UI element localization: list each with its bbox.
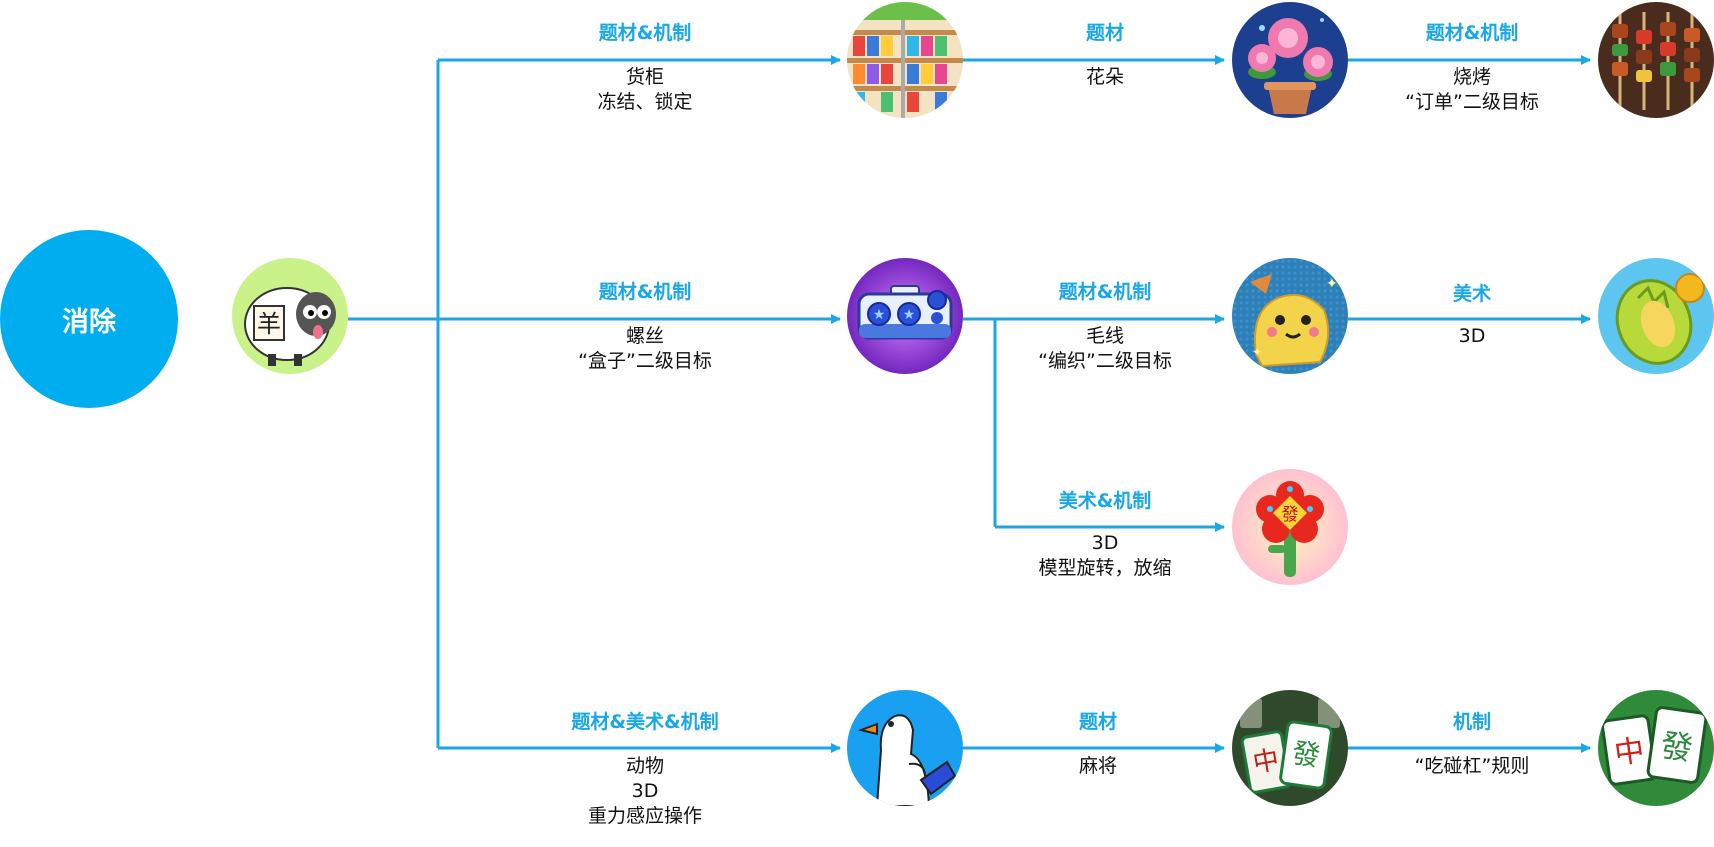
- mahjong-zhong-fa-icon: 中 發: [1598, 690, 1714, 806]
- edge-desc-line: 烧烤: [1405, 65, 1539, 90]
- edge-tag: 美术: [1453, 279, 1491, 306]
- edge-tag: 题材&机制: [578, 277, 712, 304]
- edge-label-screw: 题材&机制 螺丝 “盒子”二级目标: [578, 277, 712, 374]
- edge-tag: 题材&机制: [597, 18, 692, 45]
- edge-desc-line: “吃碰杠”规则: [1415, 754, 1530, 779]
- edge-desc-line: 麻将: [1079, 754, 1117, 779]
- edge-desc-line: 毛线: [1038, 324, 1172, 349]
- svg-text:羊: 羊: [257, 310, 281, 338]
- edge-desc-line: 动物: [571, 754, 718, 779]
- edge-desc-line: 重力感应操作: [571, 804, 718, 829]
- durian-3d-icon: [1598, 258, 1714, 374]
- root-node: 消除: [0, 230, 178, 408]
- edge-tag: 题材&美术&机制: [571, 707, 718, 734]
- edge-desc-line: 货柜: [597, 65, 692, 90]
- edge-desc-line: “编织”二级目标: [1038, 349, 1172, 374]
- edge-label-plum: 美术&机制 3D 模型旋转，放缩: [1038, 486, 1171, 581]
- svg-text:發: 發: [1290, 736, 1322, 773]
- svg-text:中: 中: [1251, 745, 1282, 779]
- edge-desc-line: 模型旋转，放缩: [1038, 556, 1171, 581]
- edge-tag: 美术&机制: [1038, 486, 1171, 513]
- screw-box-icon: ★ ★: [847, 258, 963, 374]
- edge-desc-line: 3D: [571, 779, 718, 804]
- barbecue-skewers-icon: [1598, 2, 1714, 118]
- edge-label-goose: 题材&美术&机制 动物 3D 重力感应操作: [571, 707, 718, 829]
- edge-desc-line: 3D: [1038, 531, 1171, 556]
- edge-desc-line: 3D: [1453, 324, 1491, 349]
- edge-desc-line: 螺丝: [578, 324, 712, 349]
- mahjong-tiles-icon: 中 發: [1232, 690, 1348, 806]
- svg-text:★: ★: [873, 307, 886, 323]
- svg-text:★: ★: [903, 307, 916, 323]
- edge-label-flower: 题材 花朵: [1086, 18, 1124, 90]
- edge-tag: 题材: [1079, 707, 1117, 734]
- root-label: 消除: [62, 300, 116, 339]
- edge-label-durian: 美术 3D: [1453, 279, 1491, 349]
- svg-text:發: 發: [1282, 505, 1299, 525]
- svg-text:中: 中: [1612, 733, 1647, 772]
- edge-tag: 题材&机制: [1038, 277, 1172, 304]
- edge-label-yarn: 题材&机制 毛线 “编织”二级目标: [1038, 277, 1172, 374]
- edge-label-bbq: 题材&机制 烧烤 “订单”二级目标: [1405, 18, 1539, 115]
- edge-desc-line: “订单”二级目标: [1405, 90, 1539, 115]
- edge-label-shelf: 题材&机制 货柜 冻结、锁定: [597, 18, 692, 115]
- edge-desc-line: “盒子”二级目标: [578, 349, 712, 374]
- svg-text:發: 發: [1658, 726, 1695, 768]
- knitted-yarn-character-icon: ✦ ✦: [1232, 258, 1348, 374]
- edge-tag: 题材: [1086, 18, 1124, 45]
- supermarket-shelf-icon: [847, 2, 963, 118]
- edge-label-mahjong2: 机制 “吃碰杠”规则: [1415, 707, 1530, 779]
- edge-desc-line: 冻结、锁定: [597, 90, 692, 115]
- white-goose-icon: [847, 690, 963, 806]
- sheep-game-icon: 羊: [232, 258, 348, 374]
- edge-tag: 机制: [1415, 707, 1530, 734]
- potted-peony-icon: [1232, 2, 1348, 118]
- edge-tag: 题材&机制: [1405, 18, 1539, 45]
- edge-desc-line: 花朵: [1086, 65, 1124, 90]
- svg-text:✦: ✦: [1252, 345, 1262, 359]
- lucky-fa-blossom-icon: 發: [1232, 469, 1348, 585]
- edge-label-mahjong: 题材 麻将: [1079, 707, 1117, 779]
